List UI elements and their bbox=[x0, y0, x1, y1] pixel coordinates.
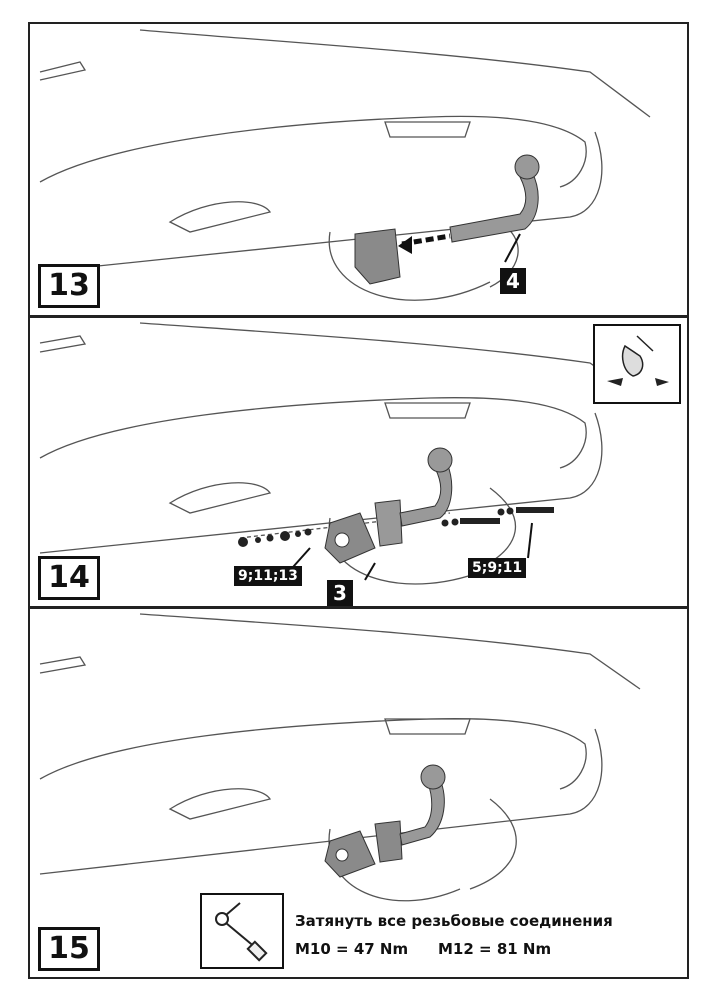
step-number: 13 bbox=[38, 264, 100, 308]
car-rear-illustration bbox=[39, 322, 641, 585]
car-rear-illustration bbox=[39, 613, 641, 902]
nuts-and-washers bbox=[238, 528, 312, 547]
tow-bar bbox=[449, 154, 540, 243]
part-label-3: 3 bbox=[327, 580, 353, 606]
mounted-tow-bar bbox=[324, 764, 446, 878]
hand-tighten-icon bbox=[593, 324, 681, 404]
fastener-label-left: 9;11;13 bbox=[234, 566, 302, 586]
part-label-4: 4 bbox=[500, 268, 526, 294]
mounting-plate bbox=[324, 512, 376, 564]
car-rear-illustration bbox=[39, 29, 651, 301]
torque-m12: M12 = 81 Nm bbox=[438, 940, 552, 958]
torque-m10: M10 = 47 Nm bbox=[295, 940, 409, 958]
step-number: 14 bbox=[38, 556, 100, 600]
fastener-label-right: 5;9;11 bbox=[468, 558, 527, 578]
torque-instruction: Затянуть все резьбовые соединения bbox=[295, 912, 613, 930]
step-15-panel: Затянуть все резьбовые соединения M10 = … bbox=[28, 609, 689, 979]
divider bbox=[28, 606, 689, 609]
torque-wrench-icon bbox=[200, 893, 284, 969]
step-14-panel: 9;11;13 3 5;9;11 14 bbox=[28, 318, 689, 608]
step-13-panel: 4 13 bbox=[28, 22, 689, 316]
bolts bbox=[441, 507, 554, 527]
tow-bar bbox=[374, 447, 453, 547]
divider bbox=[28, 315, 689, 318]
receiver-bracket bbox=[354, 228, 401, 285]
step-number: 15 bbox=[38, 927, 100, 971]
